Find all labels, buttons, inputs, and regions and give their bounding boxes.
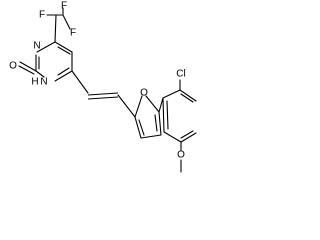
bond-furan-o-c5 <box>145 95 160 113</box>
bond-furan-c4-c5 <box>158 111 162 136</box>
bond-furan-to-phenyl <box>158 97 164 113</box>
atom-n-ring: N <box>33 41 40 52</box>
bond-ring-c6-n1-inner <box>57 67 70 76</box>
bond-ph-c1-c2 <box>162 89 181 99</box>
atom-o-methoxy: O <box>177 150 185 161</box>
bonds <box>18 7 197 173</box>
atom-nh-n: N <box>40 77 47 88</box>
atom-o-carbonyl: O <box>9 61 17 72</box>
bond-ring-to-vinyl <box>71 70 89 94</box>
bond-vinyl-to-furan <box>117 94 136 118</box>
bond-cf3-c-f-right <box>62 14 71 30</box>
bond-furan-c3-c4 <box>140 134 162 139</box>
bond-furan-c2-o <box>134 95 143 118</box>
bond-ring-c4-c5-inner <box>57 46 71 55</box>
bond-ring-c6-n1 <box>54 70 73 82</box>
atom-labels: F F F N O H N O Cl O <box>9 1 186 161</box>
bond-ring-c4-c5 <box>54 41 73 53</box>
bond-ph-c1-c6-inner <box>166 100 169 130</box>
bond-ph-c2-c3 <box>179 89 197 102</box>
bond-ring-c4-n3 <box>36 41 56 53</box>
molecule-diagram: F F F N O H N O Cl O <box>0 0 198 178</box>
bond-ph-c5-c4-inner <box>180 130 194 139</box>
bond-ring-n1-c2 <box>35 70 45 78</box>
atom-f-left: F <box>39 10 45 21</box>
bond-carbonyl-a <box>19 61 37 72</box>
atom-o-furan: O <box>140 88 148 99</box>
atom-f-right: F <box>70 28 76 39</box>
bond-carbonyl-b <box>18 65 35 75</box>
bond-ph-c5-c4 <box>180 132 197 143</box>
bond-furan-c2-c3-inner <box>138 119 145 136</box>
atom-cl: Cl <box>176 69 185 80</box>
bond-vinyl-double-b <box>87 96 119 100</box>
bond-ph-c2-c3-inner <box>180 93 194 103</box>
bond-ph-c1-c6 <box>162 97 165 133</box>
bond-furan-c4-c5-inner <box>154 114 158 132</box>
atom-nh-h: H <box>31 77 38 88</box>
bond-vinyl-double-a <box>87 92 119 96</box>
bond-furan-c2-c3 <box>134 116 142 139</box>
atom-f-top: F <box>61 1 67 12</box>
bond-cf3-to-ring <box>54 14 57 43</box>
bond-ph-c6-c5 <box>163 131 182 143</box>
structure-svg: F F F N O H N O Cl O <box>9 1 197 173</box>
